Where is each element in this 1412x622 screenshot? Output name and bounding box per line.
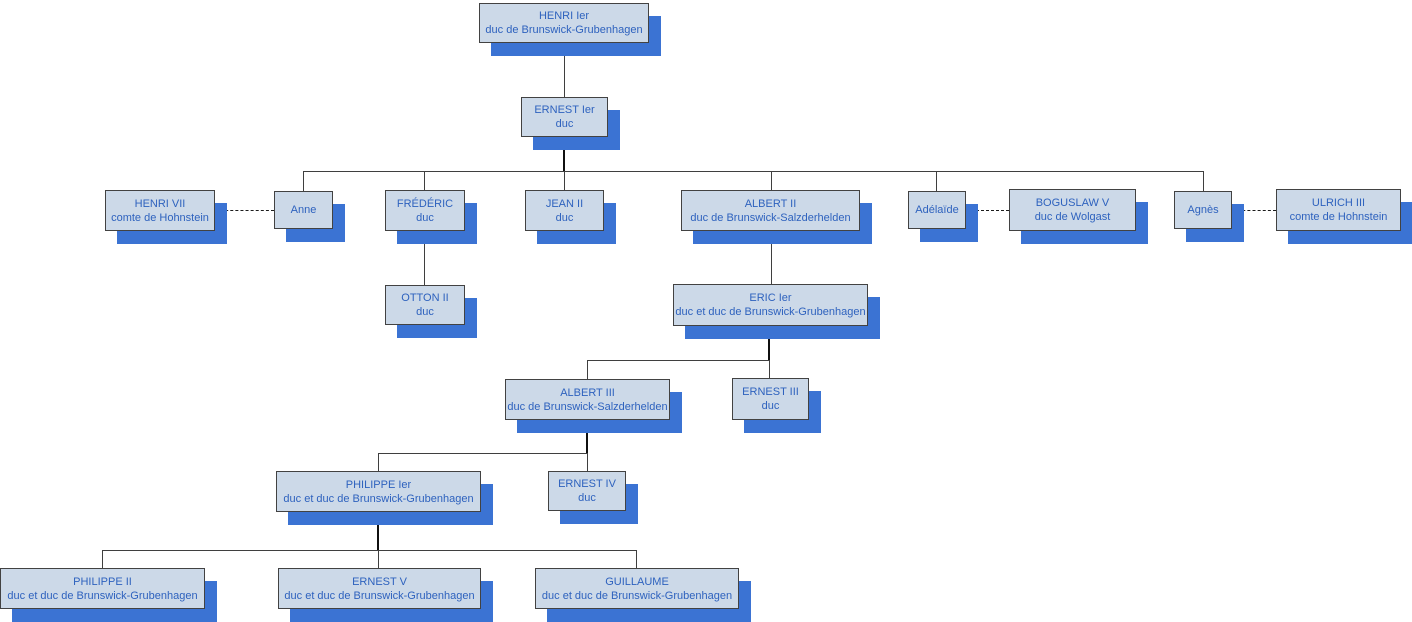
person-name: Agnès bbox=[1187, 204, 1219, 216]
person-name: HENRI VII bbox=[134, 197, 186, 210]
connector-philippe1-trunk bbox=[377, 512, 379, 550]
node-otton-2: OTTON II duc bbox=[385, 285, 465, 325]
person-title: duc et duc de Brunswick-Grubenhagen bbox=[675, 306, 866, 318]
person-name: JEAN II bbox=[545, 197, 584, 210]
node-boguslaw-5: BOGUSLAW V duc de Wolgast bbox=[1009, 189, 1136, 231]
connector-drop-ernest5 bbox=[378, 551, 379, 568]
person-name: PHILIPPE II bbox=[73, 575, 132, 588]
node-henri-7: HENRI VII comte de Hohnstein bbox=[105, 190, 215, 231]
person-name: PHILIPPE Ier bbox=[345, 478, 412, 491]
connector-drop-adelaide bbox=[936, 172, 937, 191]
node-jean-2: JEAN II duc bbox=[525, 190, 604, 231]
node-guillaume: GUILLAUME duc et duc de Brunswick-Gruben… bbox=[535, 568, 739, 609]
connector-drop-guillaume bbox=[636, 551, 637, 568]
person-name: ULRICH III bbox=[1311, 197, 1366, 209]
connector-gen6-rail bbox=[378, 453, 588, 454]
connector-drop-jean2 bbox=[564, 172, 565, 190]
person-title: duc bbox=[416, 306, 434, 318]
person-name: ERNEST Ier bbox=[534, 104, 595, 116]
node-philippe-2: PHILIPPE II duc et duc de Brunswick-Grub… bbox=[0, 568, 205, 609]
node-anne: Anne bbox=[274, 191, 333, 229]
connector-ernest1-trunk bbox=[563, 137, 565, 171]
person-name: ALBERT II bbox=[744, 197, 797, 210]
person-title: duc de Brunswick-Salzderhelden bbox=[690, 211, 851, 224]
person-title: duc de Wolgast bbox=[1034, 211, 1111, 223]
connector-albert3-trunk bbox=[586, 420, 588, 453]
node-agnes: Agnès bbox=[1174, 191, 1232, 229]
connector-henri1-ernest1 bbox=[564, 43, 565, 97]
node-ernest-5: ERNEST V duc et duc de Brunswick-Grubenh… bbox=[278, 568, 481, 609]
connector-albert2-eric1 bbox=[771, 231, 772, 284]
node-eric-1er: ERIC Ier duc et duc de Brunswick-Grubenh… bbox=[673, 284, 868, 326]
person-title: duc et duc de Brunswick-Grubenhagen bbox=[283, 492, 474, 505]
connector-drop-ernest4 bbox=[587, 454, 588, 471]
person-title: duc et duc de Brunswick-Grubenhagen bbox=[284, 589, 475, 602]
person-name: HENRI Ier bbox=[538, 10, 590, 22]
connector-gen3-rail bbox=[303, 171, 1204, 172]
node-ernest-3: ERNEST III duc bbox=[732, 378, 809, 420]
connector-drop-agnes bbox=[1203, 172, 1204, 191]
person-title: duc bbox=[555, 211, 574, 224]
person-name: ERNEST V bbox=[352, 575, 407, 588]
person-name: Adélaïde bbox=[915, 204, 959, 216]
person-name: OTTON II bbox=[401, 292, 449, 304]
marriage-link-adelaide-boguslaw bbox=[966, 210, 1009, 211]
person-title: duc et duc de Brunswick-Grubenhagen bbox=[7, 589, 198, 602]
node-adelaide: Adélaïde bbox=[908, 191, 966, 229]
person-name: ALBERT III bbox=[560, 386, 615, 399]
connector-drop-albert3 bbox=[587, 361, 588, 379]
connector-drop-ernest3 bbox=[769, 361, 770, 378]
person-name: ERNEST IV bbox=[558, 478, 616, 490]
person-title: duc bbox=[578, 492, 596, 504]
node-frederic: FRÉDÉRIC duc bbox=[385, 190, 465, 231]
person-name: Anne bbox=[290, 204, 317, 216]
connector-drop-albert2 bbox=[771, 172, 772, 190]
node-albert-2: ALBERT II duc de Brunswick-Salzderhelden bbox=[681, 190, 860, 231]
connector-gen5-rail bbox=[587, 360, 770, 361]
person-name: ERNEST III bbox=[742, 386, 799, 398]
node-ernest-1er: ERNEST Ier duc bbox=[521, 97, 608, 137]
person-title: duc de Brunswick-Salzderhelden bbox=[507, 400, 668, 413]
connector-frederic-otton2 bbox=[424, 231, 425, 285]
person-name: BOGUSLAW V bbox=[1035, 197, 1110, 209]
person-title: duc de Brunswick-Grubenhagen bbox=[485, 24, 643, 36]
connector-eric1-trunk bbox=[768, 326, 770, 360]
connector-drop-philippe2 bbox=[102, 551, 103, 568]
person-title: duc et duc de Brunswick-Grubenhagen bbox=[541, 589, 733, 602]
node-ernest-4: ERNEST IV duc bbox=[548, 471, 626, 511]
person-title: duc bbox=[416, 211, 434, 224]
connector-drop-philippe1 bbox=[378, 454, 379, 471]
person-name: GUILLAUME bbox=[605, 575, 669, 588]
node-henri-1er: HENRI Ier duc de Brunswick-Grubenhagen bbox=[479, 3, 649, 43]
marriage-link-agnes-ulrich bbox=[1232, 210, 1276, 211]
person-name: ERIC Ier bbox=[749, 292, 792, 304]
person-title: comte de Hohnstein bbox=[1289, 211, 1388, 223]
person-title: duc bbox=[761, 400, 780, 412]
person-title: duc bbox=[555, 118, 574, 130]
marriage-link-henri7-anne bbox=[215, 210, 274, 211]
node-philippe-1er: PHILIPPE Ier duc et duc de Brunswick-Gru… bbox=[276, 471, 481, 512]
person-name: FRÉDÉRIC bbox=[396, 197, 454, 210]
person-title: comte de Hohnstein bbox=[111, 211, 209, 224]
connector-gen7-rail bbox=[102, 550, 637, 551]
node-ulrich-3: ULRICH III comte de Hohnstein bbox=[1276, 189, 1401, 231]
connector-drop-anne bbox=[303, 172, 304, 191]
connector-drop-frederic bbox=[424, 172, 425, 190]
node-albert-3: ALBERT III duc de Brunswick-Salzderhelde… bbox=[505, 379, 670, 420]
